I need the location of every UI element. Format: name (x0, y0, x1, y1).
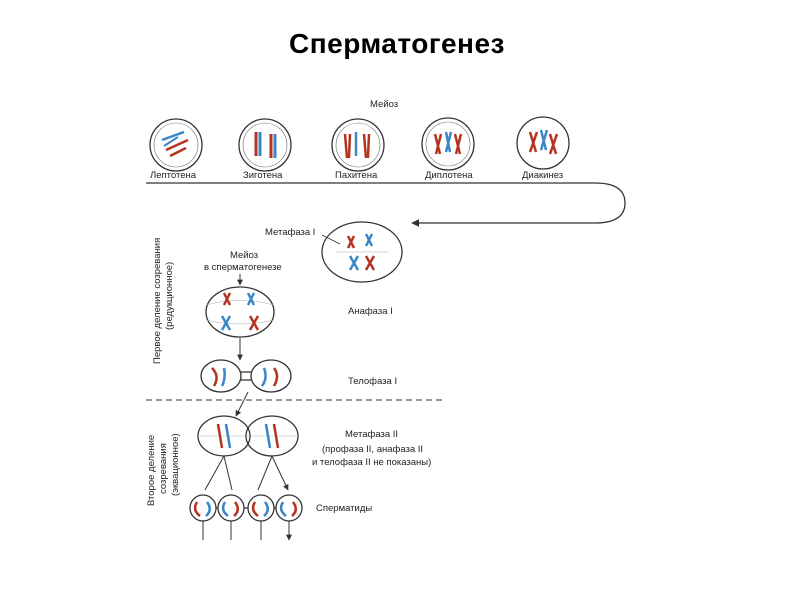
label-first-division-1: Первое деление созревания (152, 238, 163, 364)
label-metaphase1: Метафаза I (265, 227, 315, 238)
label-anaphase1: Анафаза I (348, 306, 393, 317)
label-zygotene: Зиготена (243, 170, 283, 181)
label-pachytene: Пахитена (335, 170, 378, 181)
cell-leptotene (149, 118, 203, 172)
label-second-division-3: (эквационное) (170, 433, 181, 496)
label-metaphase2-note-2: и телофаза II не показаны) (312, 457, 431, 468)
cell-metaphase1 (321, 221, 403, 283)
flow-connector (146, 182, 626, 227)
label-metaphase2-note-1: (профаза II, анафаза II (322, 444, 423, 455)
label-diakinesis: Диакинез (522, 170, 563, 181)
label-diplotene: Диплотена (425, 170, 473, 181)
cell-metaphase2 (197, 415, 299, 457)
label-first-division-2: (редукционное) (164, 262, 175, 330)
cell-pachytene (331, 118, 385, 172)
label-telophase1: Телофаза I (348, 376, 397, 387)
meiosis-heading: Мейоз (370, 99, 398, 110)
cell-anaphase1 (205, 286, 275, 338)
cell-diakinesis (516, 116, 570, 170)
label-second-division-2: созревания (158, 443, 169, 494)
label-leptotene: Лептотена (150, 170, 197, 181)
label-second-division-1: Второе деление (146, 435, 157, 506)
cell-zygotene (238, 118, 292, 172)
cell-diplotene (421, 117, 475, 171)
cell-telophase1 (200, 359, 292, 393)
spermatids-row (189, 494, 303, 522)
label-metaphase2: Метафаза II (345, 429, 398, 440)
label-meiosis-sperm-1: Мейоз (230, 250, 258, 261)
page-title: Сперматогенез (289, 28, 505, 59)
label-spermatids: Сперматиды (316, 503, 372, 514)
label-meiosis-sperm-2: в сперматогенезе (204, 262, 282, 273)
